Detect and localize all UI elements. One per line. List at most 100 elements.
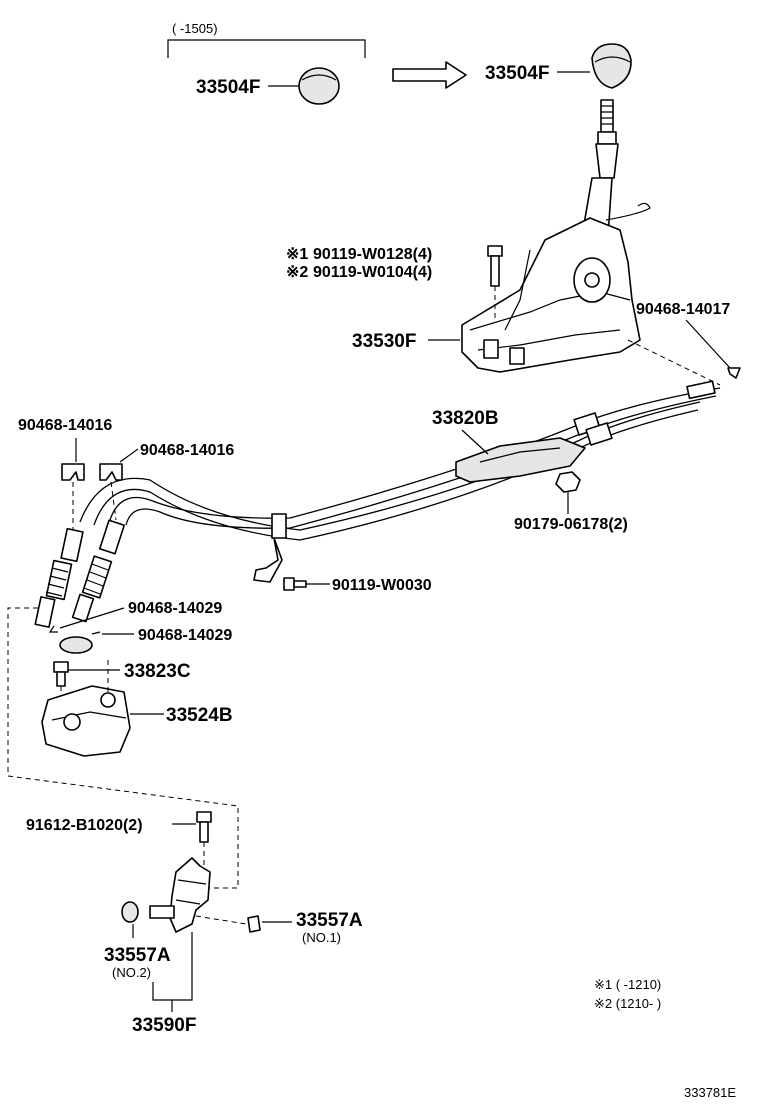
cable-lower (79, 401, 701, 531)
pin-group: 90468-14029 90468-14029 (48, 600, 232, 654)
leader-cable-assy (461, 429, 489, 455)
bracket-label[interactable]: 33524B (166, 705, 233, 726)
bolt-cable-label[interactable]: 90119-W0030 (332, 577, 432, 594)
housing-edge-1 (469, 291, 631, 331)
knob-new-label[interactable]: 33504F (485, 63, 549, 84)
diagram-id: 333781E (684, 1085, 736, 1100)
spring-lines-b (83, 563, 109, 595)
legend-item-2: ※2 (1210- ) (594, 996, 661, 1011)
pin-b-shape (91, 631, 101, 635)
bushing-no1-dash (195, 915, 247, 925)
clip-right-label[interactable]: 90468-14017 (636, 301, 730, 318)
knob-old-group: ( -1505) 33504F (167, 21, 366, 105)
clip-left-a-shape (61, 463, 85, 481)
clip-left-a-label[interactable]: 90468-14016 (18, 417, 112, 434)
knob-old-highlight (301, 74, 337, 81)
bolt-1-label[interactable]: 90119-W0128(4) (313, 246, 432, 263)
shift-housing-group: 33530F (352, 217, 641, 373)
knob-range-label: ( -1505) (172, 21, 218, 36)
knob-new-highlight (594, 56, 631, 63)
bracket-shape (41, 685, 131, 757)
bolt-2-label[interactable]: 90119-W0104(4) (313, 264, 432, 281)
bolt-housing-group: ※1 90119-W0128(4) ※2 90119-W0104(4) (286, 245, 503, 320)
bolt-housing-shank (490, 255, 500, 287)
bolt-lever-group: 91612-B1020(2) (26, 811, 212, 870)
bracket-group: 33524B (41, 660, 233, 757)
shift-housing-label[interactable]: 33530F (352, 331, 416, 352)
pin-a-shape (48, 625, 58, 633)
lever-assy-label[interactable]: 33590F (132, 1015, 196, 1036)
lever-edges (175, 879, 207, 905)
clip-left-group: 90468-14016 90468-14016 (18, 417, 234, 530)
mark-2: ※2 (286, 264, 308, 281)
bushing-no1-shape (247, 915, 261, 933)
mark-1: ※1 (286, 246, 308, 263)
bolt-housing-head (487, 245, 503, 257)
bracket-hole-2 (100, 692, 116, 708)
knob-new-group: 33504F (485, 43, 651, 237)
housing-slot-2 (509, 347, 525, 365)
bolt-lever-label[interactable]: 91612-B1020(2) (26, 817, 143, 834)
bolt-small-shank (56, 671, 66, 687)
shift-stem-thread (600, 99, 614, 133)
clip-right-shape (727, 367, 741, 379)
cable-ends-left (34, 519, 126, 628)
bolt-cable-shank (293, 580, 307, 588)
bolt-cable-group: 90119-W0030 (283, 577, 432, 594)
cable-clamp (271, 513, 287, 539)
nut-group: 90179-06178(2) (514, 471, 628, 533)
cable-spring-left-a (45, 559, 73, 601)
clip-left-b-dash (110, 481, 117, 521)
stem-nut (597, 131, 617, 145)
bracket-hole-1 (63, 713, 81, 731)
bushing-1-label[interactable]: 33557A (296, 910, 363, 931)
range-bracket (167, 39, 366, 58)
lever-assy-group (121, 857, 292, 933)
stem-boot (595, 143, 619, 179)
housing-pivot-center (584, 272, 600, 288)
pin-b-label[interactable]: 90468-14029 (138, 627, 232, 644)
lever-pin (149, 905, 175, 919)
cable-spring-left-b (81, 555, 113, 599)
bushing-2-label[interactable]: 33557A (104, 945, 171, 966)
bolt-lever-head (196, 811, 212, 823)
leader-pin-a (59, 607, 125, 629)
cable-end-left-a (60, 527, 84, 563)
shift-housing-body (461, 217, 641, 373)
cable-assy-label[interactable]: 33820B (432, 408, 499, 429)
arrow-right-icon (392, 61, 467, 89)
bolt-small-label[interactable]: 33823C (124, 661, 191, 682)
thread-lines (601, 105, 613, 125)
cable-end-upper (686, 380, 716, 400)
knob-old-label[interactable]: 33504F (196, 77, 260, 98)
clip-right-dash (627, 339, 721, 386)
cable-bracket-edge (479, 447, 561, 463)
bushing-1-sub-label: (NO.1) (302, 930, 341, 945)
bolt-lever-shank (199, 821, 209, 843)
legend-item-1: ※1 ( -1210) (594, 977, 661, 992)
clip-left-b-label[interactable]: 90468-14016 (140, 442, 234, 459)
cable-sleeve-2 (585, 422, 613, 446)
hook-wire (605, 202, 651, 221)
cable-end-left-b (98, 519, 126, 555)
bolt-cable-head (283, 577, 295, 591)
clip-left-b-shape (99, 463, 123, 481)
bushing-no2-shape (121, 901, 139, 923)
leader-clip-right (685, 319, 731, 369)
nut-label[interactable]: 90179-06178(2) (514, 516, 628, 533)
housing-slot-1 (483, 339, 499, 359)
nut-shape (555, 471, 581, 493)
lever-body (169, 857, 211, 933)
cable-assy-group: 33820B (79, 380, 721, 583)
housing-edge-2 (477, 329, 621, 351)
knob-new-shape (591, 43, 632, 89)
bolt-small-head (53, 661, 69, 673)
cable-upper (109, 387, 721, 521)
cable-eye-left-a (34, 596, 56, 628)
pin-a-label[interactable]: 90468-14029 (128, 600, 222, 617)
bracket-lever-assy (152, 932, 193, 1001)
bushing-2-sub-label: (NO.2) (112, 965, 151, 980)
clip-right-group: 90468-14017 (627, 301, 741, 386)
